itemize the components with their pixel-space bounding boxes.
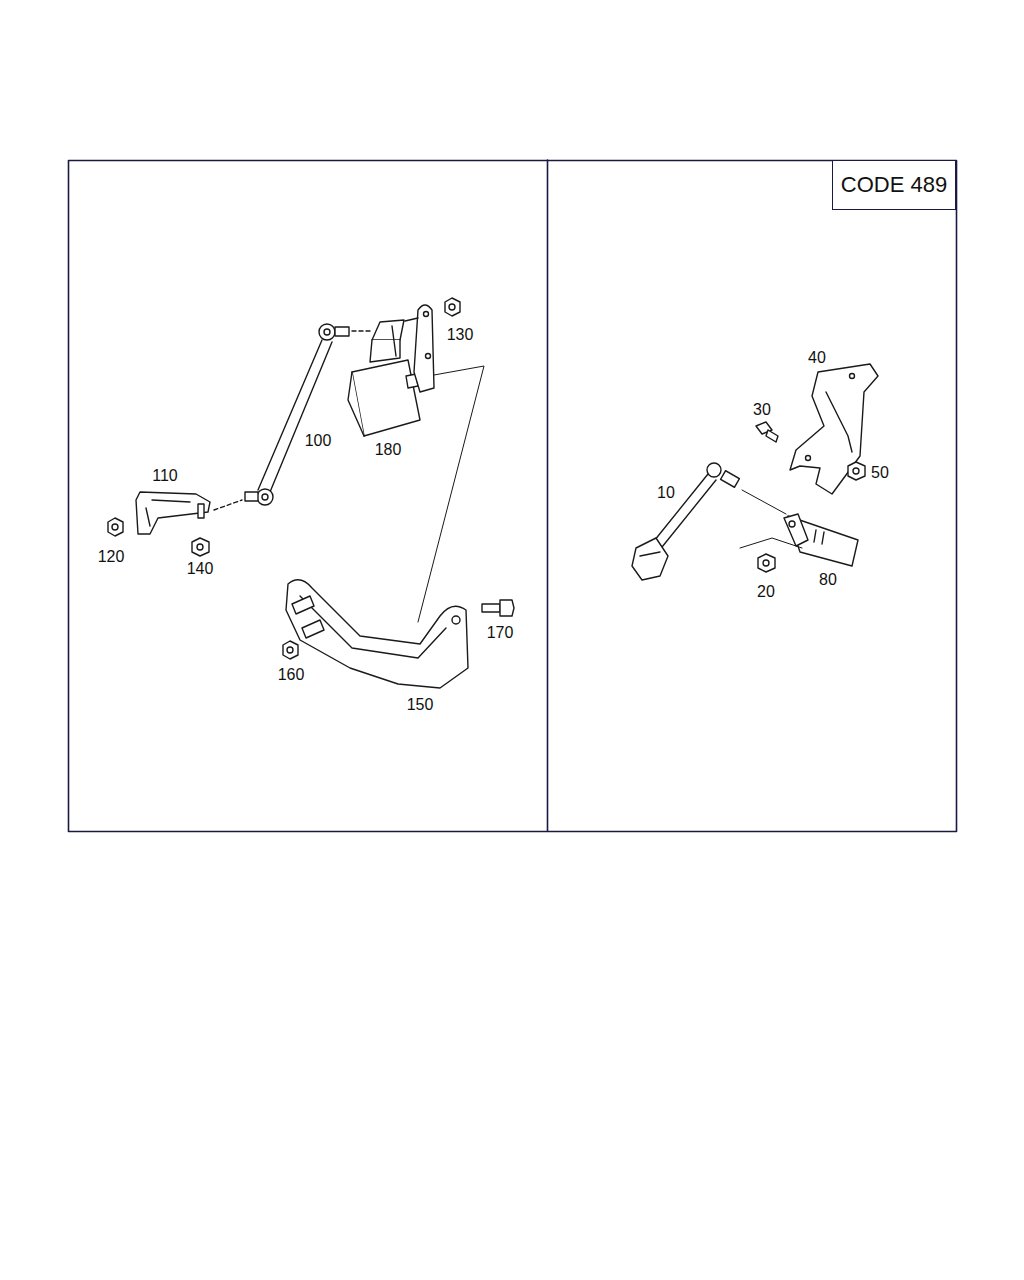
callout-number: 150 <box>406 696 435 714</box>
callout-number: 140 <box>186 560 215 578</box>
callout-number: 130 <box>446 326 475 344</box>
callout-number: 180 <box>374 441 403 459</box>
callout-number: 50 <box>870 464 890 482</box>
callout-number: 40 <box>807 349 827 367</box>
callout-number: 10 <box>656 484 676 502</box>
callout-number: 100 <box>304 432 333 450</box>
callout-number: 170 <box>486 624 515 642</box>
code-text: CODE 489 <box>841 172 947 198</box>
callout-number: 110 <box>151 467 179 485</box>
callout-number: 80 <box>818 571 838 589</box>
code-box: CODE 489 <box>832 160 956 210</box>
callout-number: 120 <box>97 548 126 566</box>
callout-number: 30 <box>752 401 772 419</box>
callout-number: 160 <box>277 666 306 684</box>
callout-number: 20 <box>756 583 776 601</box>
